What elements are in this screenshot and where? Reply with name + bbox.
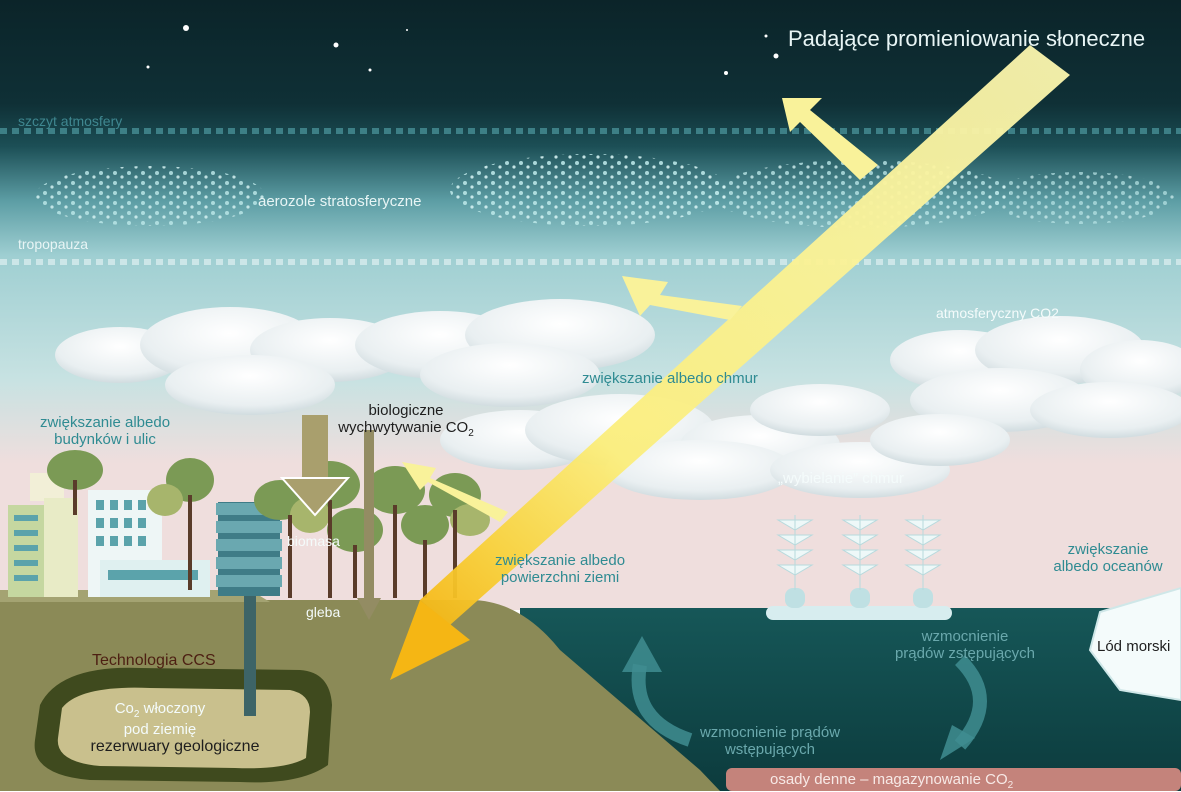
bio-capture-line-1: biologiczne [368, 402, 444, 419]
sediments-label: osady denne – magazynowanie CO2 [770, 771, 1013, 792]
sea-ice-label: Lód morski [1097, 638, 1171, 655]
sediments-text: osady denne – magazynowanie CO [770, 771, 1008, 788]
co2-injection-text: włoczony [139, 700, 206, 717]
solar-radiation-beam [420, 45, 1070, 625]
co2-injection-subscript: 2 [133, 709, 140, 720]
stars [146, 25, 779, 75]
cloud-whitening-ships [766, 515, 952, 620]
soil-label: gleba [306, 604, 341, 620]
tropopause-label: tropopauza [18, 236, 89, 252]
upwelling-label: wzmocnienie prądów wstępujących [680, 724, 860, 759]
land-albedo-label: zwiększanie albedo powierzchni ziemi [485, 552, 635, 587]
solar-radiation-arrowhead [390, 600, 470, 680]
ocean-albedo-line-1: zwiększanie [1067, 541, 1149, 558]
land-albedo-line-1: zwiększanie albedo [494, 552, 626, 569]
upwelling-line-2: wstępujących [724, 741, 816, 759]
downwelling-line-1: wzmocnienie [921, 628, 1009, 645]
ccs-label: Technologia CCS [92, 652, 216, 669]
downwelling-line-2: prądów zstępujących [894, 645, 1036, 663]
ocean-albedo-label: zwiększanie albedo oceanów [1042, 541, 1174, 576]
stratospheric-aerosols [35, 154, 1175, 228]
top-of-atmosphere-label: szczyt atmosfery [18, 113, 123, 129]
building-albedo-label: zwiększanie albedo budynków i ulic [25, 414, 185, 449]
upwelling-line-1: wzmocnienie prądów [699, 724, 841, 741]
sediment-layer [726, 768, 1181, 791]
reflected-arrows [402, 98, 878, 522]
clouds-left [55, 299, 655, 415]
sea-ice [1088, 586, 1181, 702]
co2-injection-prefix: Co [114, 700, 134, 717]
bio-capture-text: wychwytywanie CO [338, 419, 469, 437]
downwelling-arrowhead [940, 725, 975, 760]
biomass-label: biomasa [287, 533, 340, 549]
co2-injection-line-2: pod ziemię [123, 720, 197, 738]
clouds-right [870, 316, 1181, 466]
cloud-whitening-label: „wybielanie” chmur [778, 470, 904, 487]
bio-capture-label: biologiczne wychwytywanie CO2 [326, 402, 486, 440]
upwelling-arrowhead [622, 636, 662, 672]
biological-capture-arrows [279, 415, 381, 620]
aerosols-label: aerozole stratosferyczne [258, 193, 422, 210]
cloud-albedo-label: zwiększanie albedo chmur [582, 370, 758, 387]
downwelling-label: wzmocnienie prądów zstępujących [870, 628, 1060, 663]
building-albedo-line-2: budynków i ulic [54, 431, 156, 449]
sediments-subscript: 2 [1007, 780, 1014, 791]
reservoirs-label: rezerwuary geologiczne [90, 738, 260, 755]
ocean-albedo-line-2: albedo oceanów [1053, 558, 1163, 576]
land-albedo-line-2: powierzchni ziemi [500, 569, 620, 587]
co2-injection-line-1: Co2 włoczony [70, 700, 250, 721]
ccs-pipe [244, 594, 256, 716]
co2-injection-label: Co2 włoczony pod ziemię [70, 700, 250, 738]
atmospheric-co2-label: atmosferyczny CO2 [936, 305, 1059, 321]
solar-radiation-label: Padające promieniowanie słoneczne [788, 26, 1146, 51]
bio-capture-subscript: 2 [468, 428, 474, 440]
building-albedo-line-1: zwiększanie albedo [39, 414, 171, 431]
bio-capture-line-2: wychwytywanie CO2 [326, 419, 486, 440]
